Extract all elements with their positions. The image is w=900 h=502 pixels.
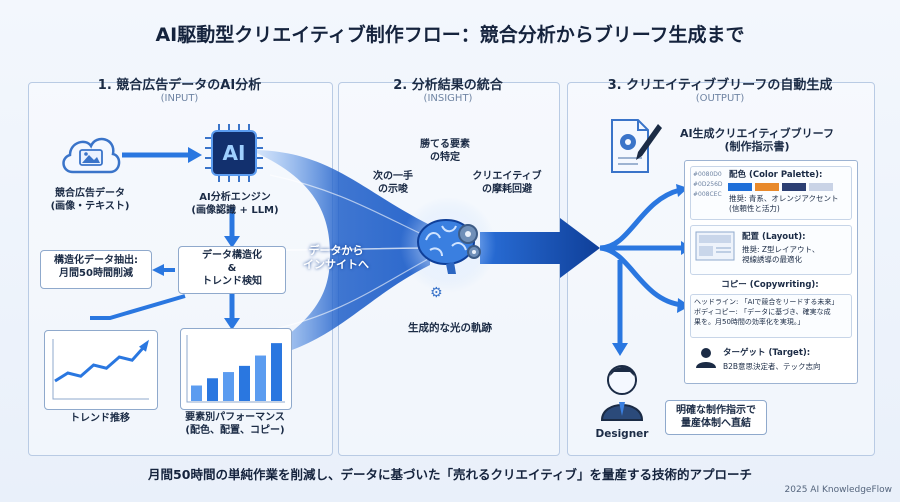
- panel-input-title: 1. 競合広告データのAI分析: [97, 78, 262, 93]
- panel-output-subtitle: (OUTPUT): [695, 93, 745, 104]
- instruction-line2: 量産体制へ直結: [681, 418, 751, 429]
- copy-text: ヘッドライン: 「AIで競合をリードする未来」 ボディコピー: 「データに基づき…: [694, 297, 848, 327]
- copy-heading: コピー (Copywriting):: [721, 280, 819, 290]
- palette-rec-line1: 推奨: 青系、オレンジアクセント: [729, 194, 839, 203]
- palette-swatches: [728, 183, 833, 191]
- panel-insight-subtitle: (INSIGHT): [423, 93, 473, 104]
- trend-arrowhead: [139, 339, 149, 352]
- brain-icon: [412, 212, 486, 282]
- designer-avatar: [600, 360, 644, 426]
- perf-bar: [223, 372, 234, 401]
- keyword-next: 次の一手 の示唆: [358, 170, 428, 196]
- engine-label: AI分析エンジン (画像認識 + LLM): [180, 191, 290, 217]
- keyword-avoid: クリエイティブ の摩耗回避: [462, 170, 552, 196]
- trend-chart: [44, 330, 158, 410]
- k2-line2: の示唆: [378, 184, 408, 195]
- palette-rec-line2: (信頼性と活力): [729, 204, 780, 213]
- swatch-navy: [782, 183, 806, 191]
- copy-headline: ヘッドライン: 「AIで競合をリードする未来」: [694, 298, 839, 306]
- perf-bar: [207, 378, 218, 401]
- ai-chip-icon: AI: [203, 122, 265, 188]
- cloud-label-line1: 競合広告データ: [55, 188, 125, 199]
- flow-label-line2: インサイトへ: [303, 258, 369, 271]
- perf-axes: [186, 335, 285, 403]
- struct-line1: データ構造化: [202, 250, 262, 261]
- target-person-icon: [694, 345, 718, 373]
- keyword-winning: 勝てる要素 の特定: [405, 138, 485, 164]
- trend-label: トレンド推移: [70, 413, 130, 424]
- perf-bar: [271, 343, 282, 401]
- brief-title-line2: (制作指示書): [724, 140, 790, 153]
- swatch-gray: [809, 183, 833, 191]
- panel-output-title: 3. クリエイティブブリーフの自動生成: [607, 78, 833, 93]
- palette-section: [690, 166, 852, 220]
- perf-bar: [255, 355, 266, 401]
- swatch-orange: [755, 183, 779, 191]
- flow-beam: [250, 150, 430, 360]
- target-heading: ターゲット (Target):: [723, 348, 811, 358]
- instruction-callout: 明確な制作指示で 量産体制へ直結: [665, 400, 767, 435]
- trend-axes: [52, 339, 149, 400]
- copy-body-line2: 果を。月50時間の効率化を実現。」: [694, 318, 805, 326]
- perf-label-line1: 要素別パフォーマンス: [185, 412, 285, 423]
- extract-line1: 構造化データ抽出:: [54, 255, 138, 266]
- perf-bar: [191, 385, 202, 401]
- palette-rec: 推奨: 青系、オレンジアクセント (信頼性と活力): [729, 194, 851, 214]
- brief-title-line1: AI生成クリエイティブブリーフ: [679, 127, 835, 140]
- panel-insight-title: 2. 分析結果の統合: [393, 78, 503, 93]
- struct-box: データ構造化 & トレンド検知: [178, 246, 286, 294]
- footer-summary: 月間50時間の単純作業を削減し、データに基づいた「売れるクリエイティブ」を量産す…: [148, 467, 752, 482]
- struct-line2: &: [227, 263, 237, 274]
- extract-callout: 構造化データ抽出: 月間50時間削減: [40, 250, 152, 289]
- brief-title: AI生成クリエイティブブリーフ (制作指示書): [672, 127, 842, 153]
- perf-bar: [239, 365, 250, 401]
- perf-chart: [180, 328, 292, 410]
- k1-line1: 勝てる要素: [420, 139, 470, 150]
- copy-body-line1: ボディコピー: 「データに基づき、確実な成: [694, 308, 831, 316]
- palette-hex-3: #008CEC: [693, 191, 722, 198]
- cloud-label: 競合広告データ (画像・テキスト): [40, 187, 140, 213]
- engine-label-line1: AI分析エンジン: [199, 192, 271, 203]
- target-value: B2B意思決定者、テック志向: [723, 362, 821, 371]
- light-trail-label: 生成的な光の軌跡: [408, 322, 492, 334]
- struct-line3: トレンド検知: [202, 276, 262, 287]
- layout-rec-line1: 推奨: Z型レイアウト、: [742, 245, 820, 254]
- copy-section: [690, 294, 852, 338]
- swatch-blue: [728, 183, 752, 191]
- palette-heading: 配色 (Color Palette):: [729, 170, 823, 180]
- layout-wireframe-icon: [695, 231, 735, 265]
- instruction-line1: 明確な制作指示で: [676, 405, 756, 416]
- k3-line1: クリエイティブ: [472, 171, 542, 182]
- cloud-icon: [58, 128, 124, 182]
- k1-line2: の特定: [430, 152, 460, 163]
- flow-label: データから インサイトへ: [290, 244, 382, 272]
- perf-label-line2: (配色、配置、コピー): [185, 425, 285, 436]
- copyright-text: 2025 AI KnowledgeFlow: [784, 485, 892, 495]
- designer-label: Designer: [595, 428, 649, 440]
- gear-icon: ⚙: [430, 285, 443, 301]
- layout-rec-line2: 視線誘導の最適化: [742, 255, 802, 264]
- output-beam: [480, 218, 600, 278]
- perf-label: 要素別パフォーマンス (配色、配置、コピー): [170, 411, 300, 437]
- palette-hex-list: #0080D0 #0D256D #008CEC: [693, 170, 725, 200]
- palette-hex-2: #0D256D: [693, 181, 723, 188]
- palette-hex-1: #0080D0: [693, 171, 722, 178]
- cloud-label-line2: (画像・テキスト): [50, 201, 130, 212]
- k3-line2: の摩耗回避: [482, 184, 532, 195]
- ai-chip-text: AI: [222, 141, 246, 165]
- trend-line: [54, 344, 147, 383]
- engine-label-line2: (画像認識 + LLM): [191, 205, 279, 216]
- page-title: AI駆動型クリエイティブ制作フロー：競合分析からブリーフ生成まで: [155, 24, 745, 46]
- extract-line2: 月間50時間削減: [59, 268, 133, 279]
- document-gear-icon: [608, 116, 664, 182]
- layout-heading: 配置 (Layout):: [742, 232, 806, 242]
- k2-line1: 次の一手: [373, 171, 413, 182]
- flow-label-line1: データから: [308, 244, 364, 257]
- panel-input-subtitle: (INPUT): [160, 93, 199, 104]
- layout-rec: 推奨: Z型レイアウト、 視線誘導の最適化: [742, 245, 850, 265]
